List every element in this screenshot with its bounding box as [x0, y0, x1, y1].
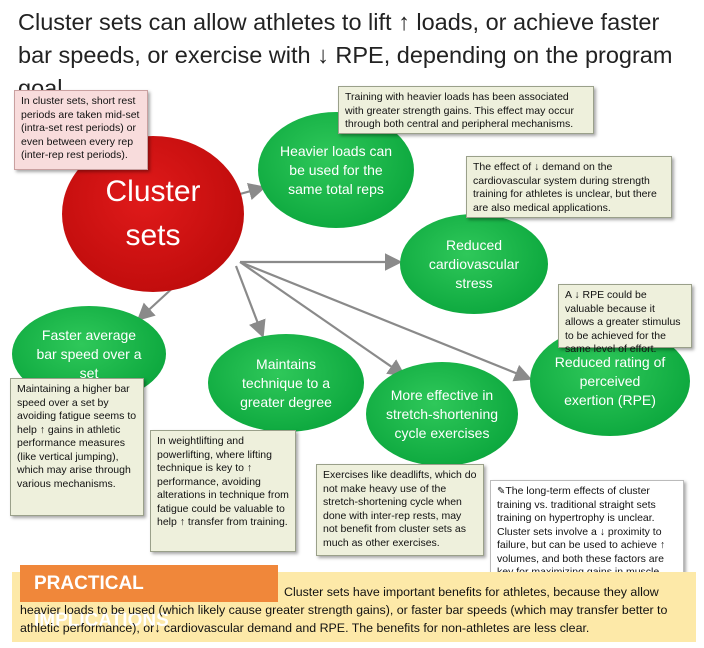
bar-speed-label: Faster average bar speed over a set	[36, 326, 142, 381]
cluster-sets-label: Cluster sets	[105, 175, 201, 252]
practical-implications-heading: PRACTICAL IMPLICATIONS	[20, 565, 278, 631]
ssc-label: More effective in stretch-shortening cyc…	[385, 386, 499, 441]
heavier-loads-label: Heavier loads can be used for the same t…	[279, 142, 393, 197]
practical-implications-text: Cluster sets have important benefits for…	[20, 585, 668, 635]
technique-ellipse: Maintains technique to a greater degree	[208, 334, 364, 432]
rpe-label: Reduced rating of perceived exertion (RP…	[554, 353, 666, 408]
cardio-note: The effect of ↓ demand on the cardiovasc…	[466, 156, 672, 218]
pin-icon: ✎	[497, 486, 506, 497]
cluster-sets-ellipse: Cluster sets	[62, 136, 244, 292]
definition-note: In cluster sets, short rest periods are …	[14, 90, 148, 170]
ssc-note: Exercises like deadlifts, which do not m…	[316, 464, 484, 556]
heavier-loads-note: Training with heavier loads has been ass…	[338, 86, 594, 134]
arrow-to-rpe	[239, 260, 533, 382]
technique-note: In weightlifting and powerlifting, where…	[150, 430, 296, 552]
cardio-stress-label: Reduced cardiovascular stress	[428, 236, 520, 291]
ssc-ellipse: More effective in stretch-shortening cyc…	[366, 362, 518, 466]
technique-label: Maintains technique to a greater degree	[240, 355, 332, 410]
page-title: Cluster sets can allow athletes to lift …	[18, 9, 673, 101]
cardio-stress-ellipse: Reduced cardiovascular stress	[400, 214, 548, 314]
arrow-to-ssc	[239, 261, 406, 377]
arrow-to-technique	[234, 265, 266, 339]
rpe-note: A ↓ RPE could be valuable because it all…	[558, 284, 692, 355]
bar-speed-note: Maintaining a higher bar speed over a se…	[10, 378, 144, 516]
